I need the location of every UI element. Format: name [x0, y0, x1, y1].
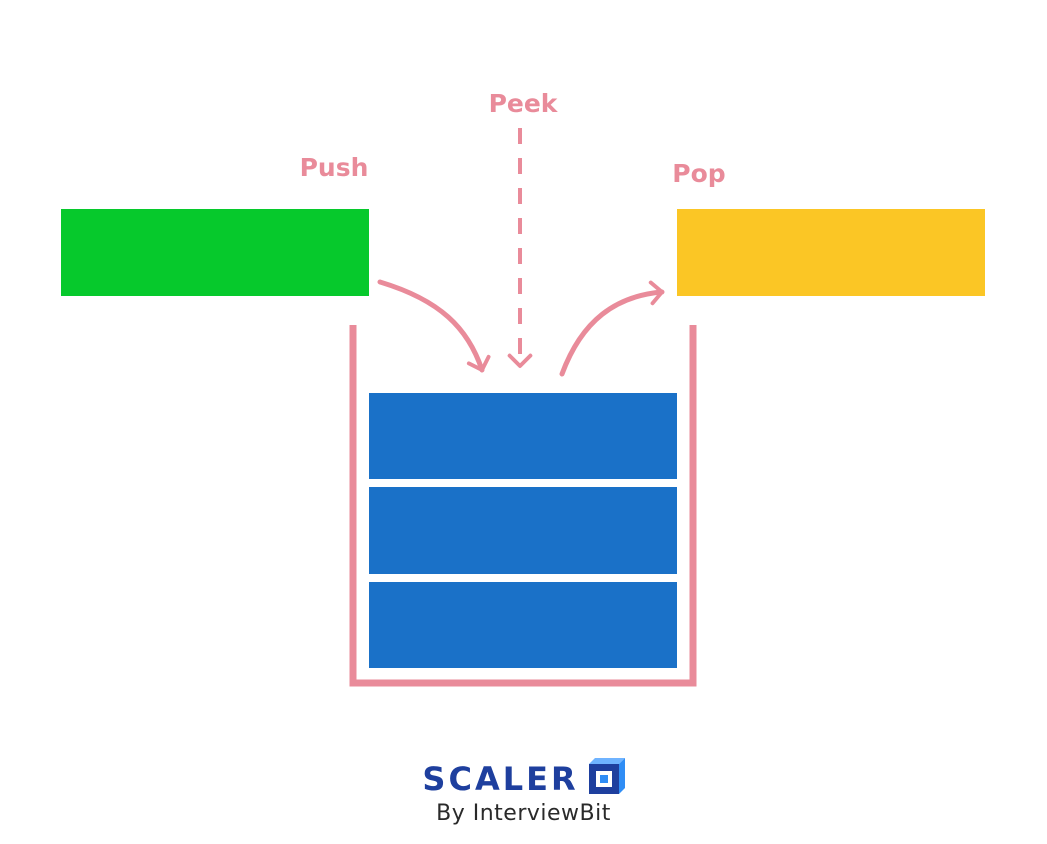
brand-logo: SCALER By InterviewBit [0, 758, 1047, 826]
stack-item [369, 393, 677, 479]
brand-name: SCALER [422, 759, 579, 798]
pop-label: Pop [672, 159, 725, 188]
peek-label: Peek [489, 89, 559, 118]
diagram-canvas: Push Peek Pop [61, 89, 985, 687]
pop-arrow [559, 280, 665, 377]
stack-container [349, 325, 697, 687]
stack-item [369, 487, 677, 574]
pop-element [677, 209, 985, 296]
scaler-cube-icon [588, 758, 625, 799]
push-arrow [377, 279, 491, 373]
push-element [61, 209, 369, 296]
brand-subtitle: By InterviewBit [436, 801, 611, 826]
push-label: Push [300, 153, 369, 182]
stack-item [369, 582, 677, 668]
